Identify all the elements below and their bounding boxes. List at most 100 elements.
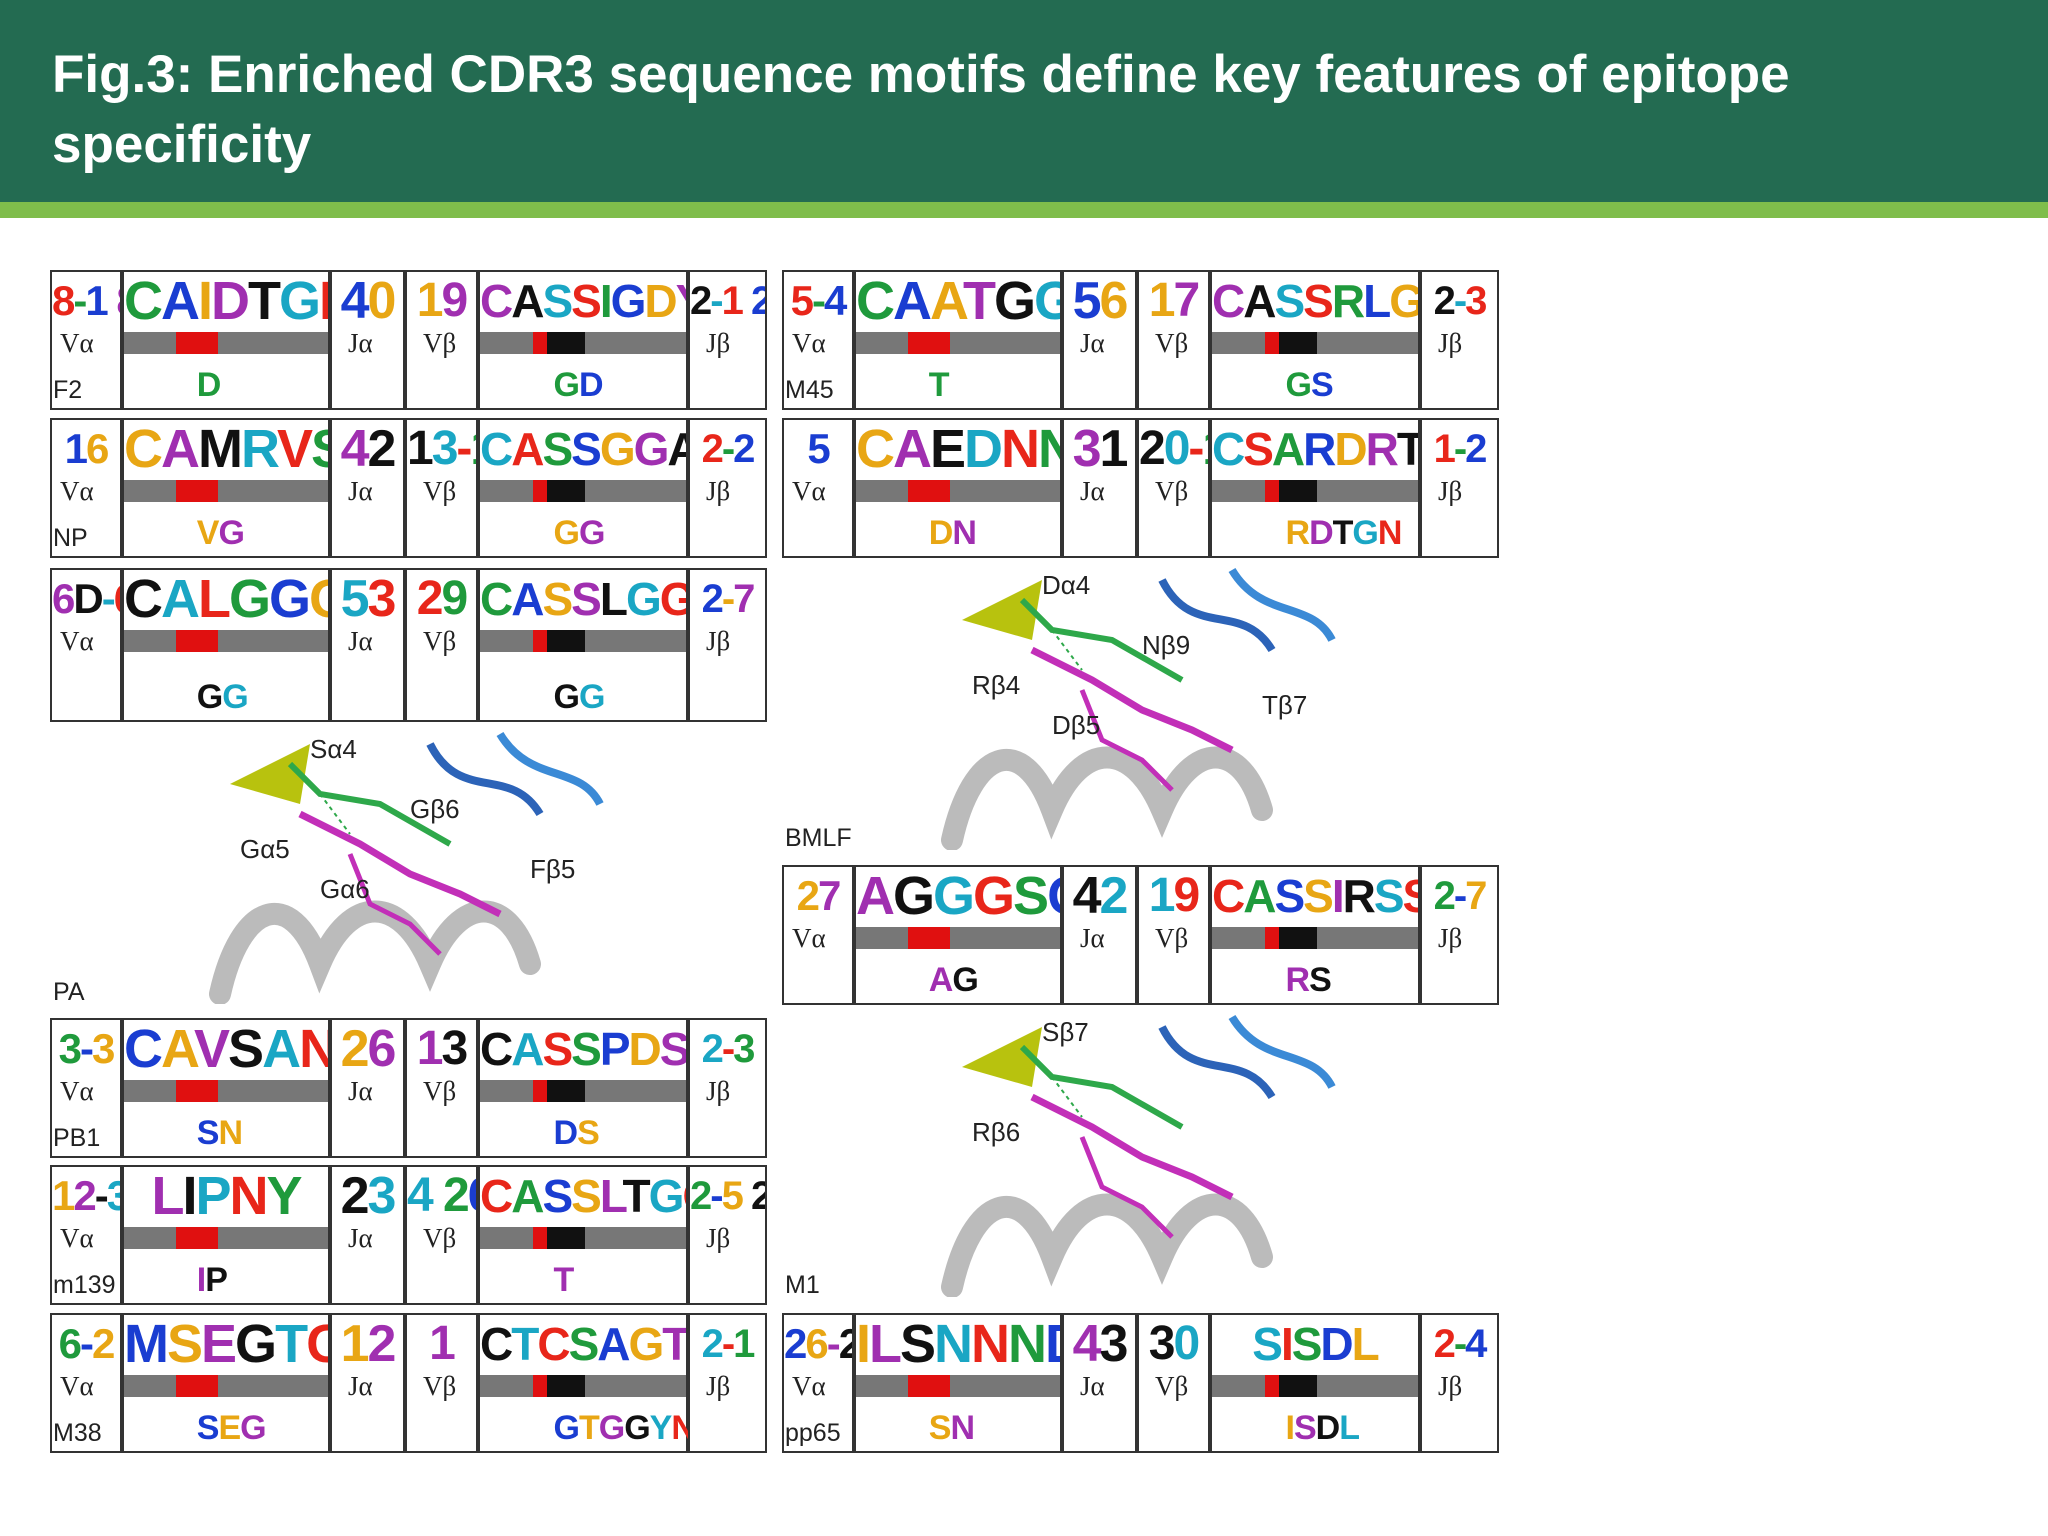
motif-letter: 7: [818, 872, 841, 919]
coverage-bar-cdr3b: [1212, 332, 1418, 354]
motif-letter: [107, 277, 117, 324]
label-jb: Jβ: [1438, 328, 1463, 358]
header-ja: 23: [332, 1167, 403, 1225]
header-vb: 1: [407, 1315, 476, 1373]
cell-cdr3a: CAEDNNARLMFDN: [854, 418, 1062, 558]
motif-letter: E: [201, 1315, 237, 1373]
motif-letter: E: [218, 1409, 241, 1447]
motif-letter: 5: [721, 1174, 744, 1218]
motif-letter: -: [710, 1174, 723, 1218]
coverage-black: [547, 332, 585, 354]
header-jb: 2-4: [1422, 1315, 1497, 1373]
label-vb: Vβ: [423, 328, 457, 358]
header-ja: 26: [332, 1020, 403, 1078]
residue-label: Dβ5: [1052, 710, 1101, 740]
motif-letter: Q: [682, 1170, 686, 1222]
motif-letter: C: [856, 420, 895, 478]
motif-letter: A: [161, 272, 200, 330]
coverage-bar-cdr3b: [480, 1375, 686, 1397]
mini-logo-cdr3b: GD: [554, 366, 604, 405]
motif-letter: 6: [86, 425, 109, 472]
header-jb: 2-7: [690, 570, 765, 628]
epitope-name: M45: [785, 376, 834, 404]
motif-letter: 8: [116, 277, 120, 324]
header-va: 5-4: [784, 272, 852, 330]
motif-letter: T: [578, 1409, 600, 1447]
header-vb: 29: [407, 570, 476, 628]
label-vb: Vβ: [423, 1223, 457, 1253]
label-jb: Jβ: [706, 1076, 731, 1106]
motif-letter: S: [1291, 1318, 1323, 1370]
motif-letter: 6: [114, 575, 120, 622]
motif-letter: 8: [52, 277, 75, 324]
coverage-black: [547, 630, 585, 652]
cell-cdr3b: CTCSAGTGGYNYGTGGYN: [478, 1313, 696, 1453]
motif-letter: R: [1331, 275, 1365, 327]
motif-letter: R: [1365, 423, 1399, 475]
motif-letter: L: [599, 1170, 625, 1222]
label-vb: Vβ: [423, 1371, 457, 1401]
motif-letter: 9: [1173, 869, 1201, 922]
label-vb: Vβ: [423, 626, 457, 656]
header-vb: 17: [1139, 272, 1208, 330]
motif-letter: 2: [367, 420, 397, 478]
motif-letter: C: [1212, 423, 1245, 475]
motif-letter: T: [553, 1261, 575, 1299]
motif-letter: 3: [92, 1025, 115, 1072]
motif-letter: S: [1243, 423, 1274, 475]
motif-letter: P: [205, 1261, 228, 1299]
label-ja: Jα: [1080, 476, 1105, 506]
motif-letter: G: [973, 867, 1015, 925]
label-va: Vα: [60, 1371, 94, 1401]
header-va: 8-1 8-2: [52, 272, 120, 330]
motif-letter: S: [1013, 867, 1049, 925]
epitope-name: m139: [53, 1271, 116, 1299]
motif-letter: 2: [796, 872, 820, 919]
epitope-name: M1: [785, 1271, 820, 1299]
motif-letter: R: [240, 420, 279, 478]
motif-letter: 6: [52, 575, 75, 622]
motif-letter: C: [1212, 870, 1245, 922]
motif-letter: 1: [340, 1315, 370, 1373]
header-ja: 42: [332, 420, 403, 478]
label-va: Vα: [792, 1371, 826, 1401]
motif-letter: D: [1320, 1318, 1353, 1370]
motif-letter: 2: [701, 577, 724, 621]
motif-letter: 2: [1139, 422, 1166, 475]
header-va: 12-3: [52, 1167, 120, 1225]
motif-letter: L: [1339, 1409, 1360, 1447]
cell-cdr3b: CASSRLGSAETLYFGS: [1210, 270, 1420, 410]
motif-letter: D: [578, 366, 604, 404]
motif-letter: D: [1309, 514, 1334, 552]
motif-panel-m38: 6-2VαMSEGTGGYKVSEG12Jα1VβCTCSAGTGGYNYGTG…: [50, 1313, 767, 1453]
structure-cartoon: [209, 731, 604, 1004]
motif-letter: D: [644, 275, 677, 327]
motif-letter: L: [869, 1315, 902, 1373]
motif-letter: 5: [340, 570, 370, 628]
header-cdr3a: AGGGSQGN: [856, 867, 1060, 925]
motif-letter: D: [196, 366, 222, 404]
motif-letter: V: [194, 1020, 230, 1078]
motif-letter: N: [950, 1409, 975, 1447]
coverage-bar-cdr3a: [856, 332, 1060, 354]
motif-letter: S: [900, 1315, 936, 1373]
header-cdr3b: CASSLGGEQFF: [480, 570, 686, 628]
motif-letter: Y: [266, 1167, 303, 1225]
coverage-black: [547, 480, 585, 502]
cell-cdr3b: CASSLGGEQFFGG: [478, 568, 688, 722]
motif-letter: G: [659, 573, 686, 625]
cell-cdr3a: ILSNNNDMSN: [854, 1313, 1062, 1453]
motif-letter: A: [511, 1023, 544, 1075]
motif-letter: 2: [750, 1174, 765, 1218]
